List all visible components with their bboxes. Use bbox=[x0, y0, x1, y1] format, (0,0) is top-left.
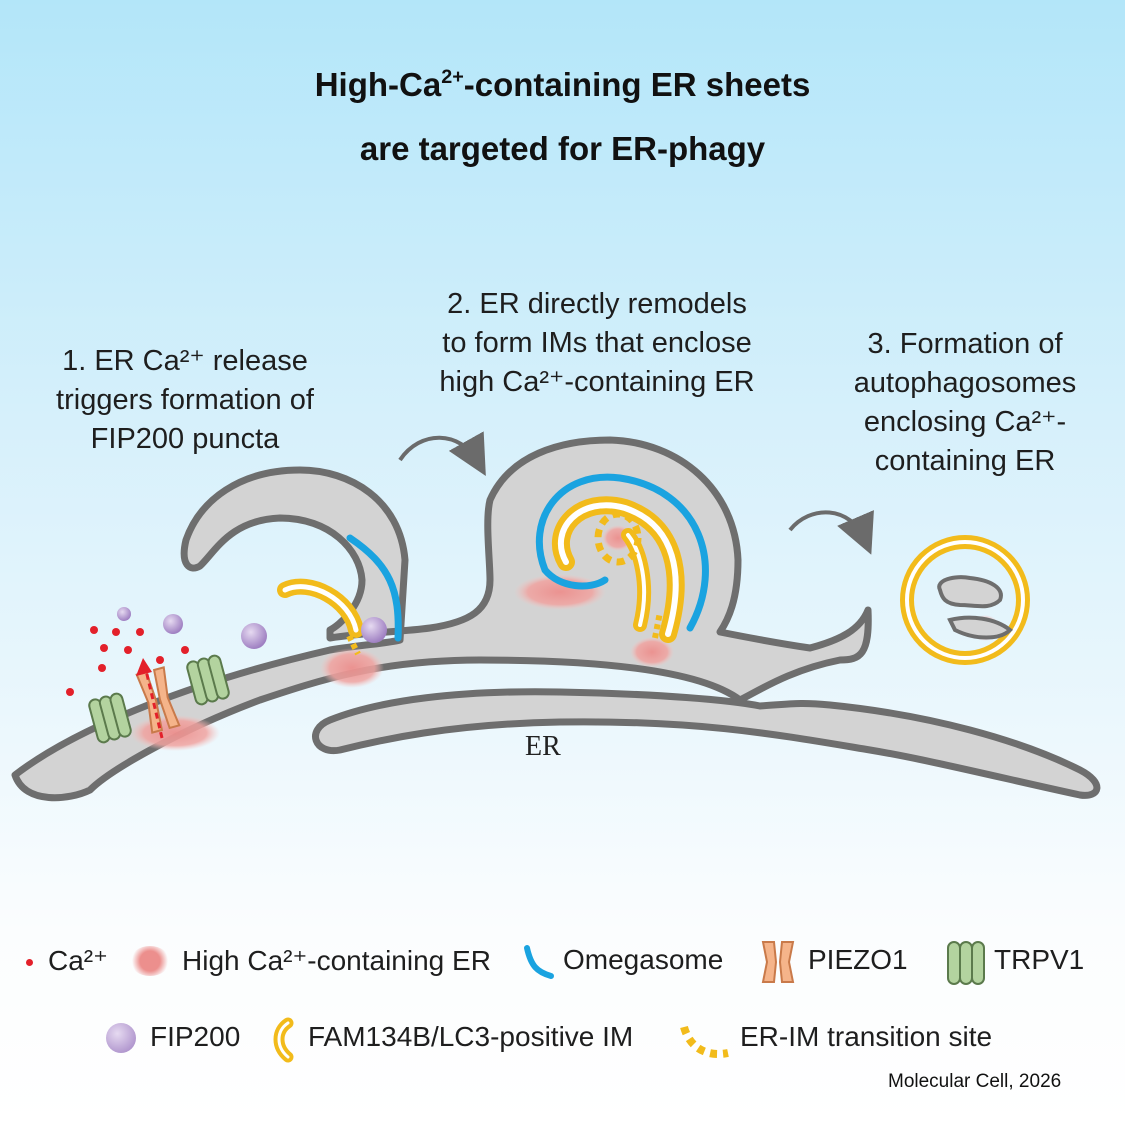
step-2-line: high Ca²⁺-containing ER bbox=[439, 366, 755, 398]
title-line-1: High-Ca2+-containing ER sheets bbox=[0, 66, 1125, 104]
step-3-line: enclosing Ca²⁺- bbox=[863, 406, 1067, 438]
fip200-icon bbox=[361, 617, 387, 643]
legend-label: Ca²⁺ bbox=[48, 945, 108, 976]
citation: Molecular Cell, 2026 bbox=[888, 1071, 1062, 1092]
legend-item-ca: Ca²⁺ bbox=[26, 944, 108, 977]
fip200-icon bbox=[106, 1023, 136, 1053]
legend-label: TRPV1 bbox=[994, 944, 1085, 975]
curved-arrow-icon bbox=[398, 431, 486, 476]
fip200-icon bbox=[117, 607, 131, 621]
legend-item-trpv1: TRPV1 bbox=[947, 941, 1085, 985]
high-ca-er-icon bbox=[130, 946, 170, 976]
fip200-icon bbox=[241, 623, 267, 649]
trpv1-channel-icon bbox=[88, 692, 132, 744]
legend-item-piezo1: PIEZO1 bbox=[761, 941, 908, 983]
step-1-caption: 1. ER Ca²⁺ release triggers formation of… bbox=[18, 342, 352, 459]
ca-ion-icon bbox=[181, 646, 189, 654]
step-1-line: 1. ER Ca²⁺ release bbox=[62, 345, 308, 377]
trpv1-channel-icon bbox=[947, 941, 985, 985]
ca-ion-icon bbox=[66, 688, 74, 696]
step-3-line: containing ER bbox=[874, 445, 1056, 477]
er-lower-sheet bbox=[312, 688, 1101, 799]
piezo1-channel-icon bbox=[761, 941, 795, 983]
legend-label: High Ca²⁺-containing ER bbox=[182, 945, 491, 976]
legend-item-im: FAM134B/LC3-positive IM bbox=[273, 1017, 634, 1063]
fip200-icon bbox=[163, 614, 183, 634]
legend-label: FIP200 bbox=[150, 1021, 241, 1052]
im-step-1 bbox=[277, 578, 364, 656]
ca-ion-icon bbox=[90, 626, 98, 634]
step-1-line: FIP200 puncta bbox=[90, 423, 280, 455]
trpv1-channel-icon bbox=[186, 654, 230, 706]
transition-site-icon bbox=[680, 1025, 729, 1058]
omegasome bbox=[346, 534, 402, 642]
step-2-line: 2. ER directly remodels bbox=[447, 288, 747, 320]
autophagosome bbox=[900, 535, 1030, 665]
omegasome-icon bbox=[524, 945, 554, 979]
title-line-2: are targeted for ER-phagy bbox=[359, 130, 766, 167]
title-suffix: -containing ER sheets bbox=[463, 66, 811, 103]
legend-item-transition: ER-IM transition site bbox=[680, 1021, 993, 1058]
step-3-line: autophagosomes bbox=[853, 367, 1077, 399]
im-step-2 bbox=[552, 496, 685, 643]
legend-label: FAM134B/LC3-positive IM bbox=[308, 1021, 634, 1052]
curved-arrow-icon bbox=[788, 510, 874, 555]
title-prefix: High-Ca bbox=[314, 66, 442, 103]
ca-ion-icon bbox=[124, 646, 132, 654]
step-2-line: to form IMs that enclose bbox=[442, 327, 752, 359]
step-2-caption: 2. ER directly remodels to form IMs that… bbox=[404, 285, 790, 402]
legend-item-omegasome: Omegasome bbox=[524, 944, 724, 979]
step-1-line: triggers formation of bbox=[56, 384, 314, 416]
ca-release-arrowhead bbox=[136, 658, 152, 676]
ca-ion-icon bbox=[112, 628, 120, 636]
ca-ion-icon bbox=[136, 628, 144, 636]
er-label: ER bbox=[525, 731, 561, 762]
omegasome bbox=[535, 473, 709, 632]
high-ca-er-patch bbox=[320, 648, 384, 688]
im-icon bbox=[273, 1017, 294, 1063]
ca-ion-icon bbox=[156, 656, 164, 664]
ca-ion-icon bbox=[98, 664, 106, 672]
legend-item-high-ca-er: High Ca²⁺-containing ER bbox=[130, 944, 491, 977]
title-superscript: 2+ bbox=[441, 66, 464, 89]
high-ca-er-patch bbox=[630, 637, 674, 667]
step-3-caption: 3. Formation of autophagosomes enclosing… bbox=[820, 325, 1110, 481]
legend-item-fip200: FIP200 bbox=[106, 1021, 241, 1053]
legend-label: ER-IM transition site bbox=[740, 1021, 993, 1052]
legend-label: PIEZO1 bbox=[808, 944, 908, 975]
ca-ion-icon bbox=[100, 644, 108, 652]
ca-ions bbox=[66, 626, 189, 696]
legend-label: Omegasome bbox=[563, 944, 724, 975]
step-3-line: 3. Formation of bbox=[867, 328, 1063, 360]
ca-release-arrow bbox=[143, 665, 164, 739]
ca-ion-icon bbox=[26, 959, 33, 966]
